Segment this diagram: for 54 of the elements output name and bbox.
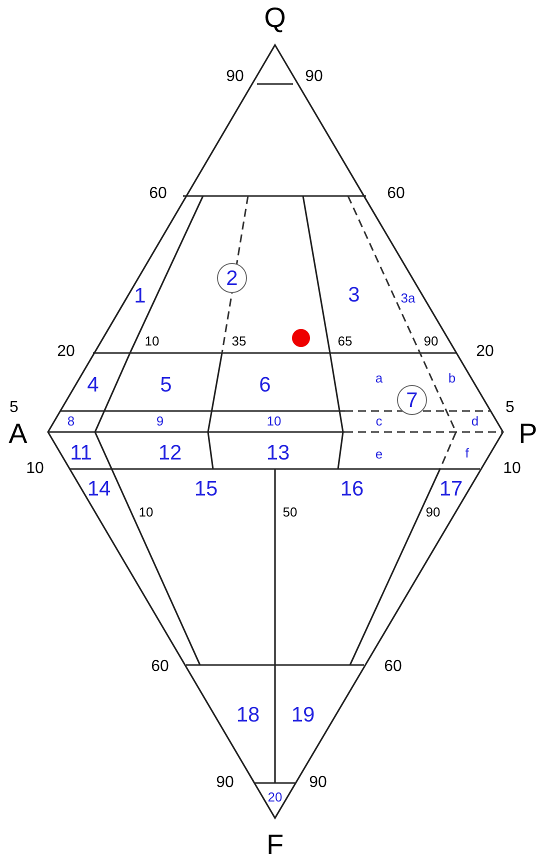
- field-number: 1: [134, 286, 146, 306]
- field-number: 18: [236, 704, 260, 726]
- boundary-value: 90: [424, 334, 438, 348]
- field-number: 7: [406, 390, 418, 410]
- field-number: 19: [291, 704, 315, 726]
- corner-label: Q: [264, 4, 286, 32]
- boundary-value: 65: [338, 334, 352, 348]
- field-number: 3: [348, 284, 360, 306]
- field-number: 11: [70, 442, 92, 464]
- scale-number: 60: [151, 659, 169, 675]
- scale-number: 10: [503, 461, 521, 477]
- field-number: f: [465, 446, 469, 460]
- scale-number: 5: [506, 400, 514, 416]
- field-number: a: [375, 372, 383, 384]
- field-number: 20: [268, 790, 282, 804]
- scale-number: 10: [26, 461, 44, 477]
- boundary-value: 10: [138, 506, 154, 518]
- field-number: 8: [67, 414, 75, 428]
- field-number: 14: [87, 478, 111, 500]
- scale-number: 60: [384, 659, 402, 675]
- field-number: b: [448, 372, 456, 384]
- field-number: c: [376, 414, 382, 428]
- field-number: 3a: [400, 292, 416, 304]
- boundary-value: 10: [144, 334, 160, 348]
- field-number: 12: [158, 442, 182, 464]
- field-number: 2: [226, 268, 238, 288]
- scale-number: 60: [149, 186, 167, 202]
- field-number: 4: [87, 374, 99, 396]
- circled-field-marker: [217, 263, 247, 293]
- corner-label: F: [266, 831, 284, 859]
- field-number: 15: [194, 478, 218, 500]
- scale-number: 60: [387, 186, 405, 202]
- corner-label: A: [8, 420, 28, 448]
- circled-field-marker: [397, 385, 427, 415]
- field-number: d: [471, 414, 479, 428]
- field-number: 16: [340, 478, 364, 500]
- field-number: 9: [156, 414, 164, 428]
- boundary-value: 90: [426, 506, 440, 518]
- field-number: 10: [266, 414, 282, 428]
- boundary-value: 50: [282, 506, 298, 518]
- field-number: 5: [160, 374, 172, 396]
- scale-number: 90: [226, 69, 244, 85]
- field-number: 6: [259, 374, 271, 396]
- field-number: 13: [266, 442, 290, 464]
- scale-number: 90: [216, 775, 234, 791]
- scale-number: 20: [57, 344, 75, 360]
- scale-number: 90: [305, 69, 323, 85]
- scale-number: 90: [309, 775, 327, 791]
- scale-number: 5: [10, 400, 18, 416]
- field-number: e: [375, 448, 383, 460]
- field-number: 17: [439, 478, 463, 500]
- corner-label: P: [518, 420, 538, 448]
- boundary-value: 35: [232, 334, 246, 348]
- scale-number: 20: [476, 344, 494, 360]
